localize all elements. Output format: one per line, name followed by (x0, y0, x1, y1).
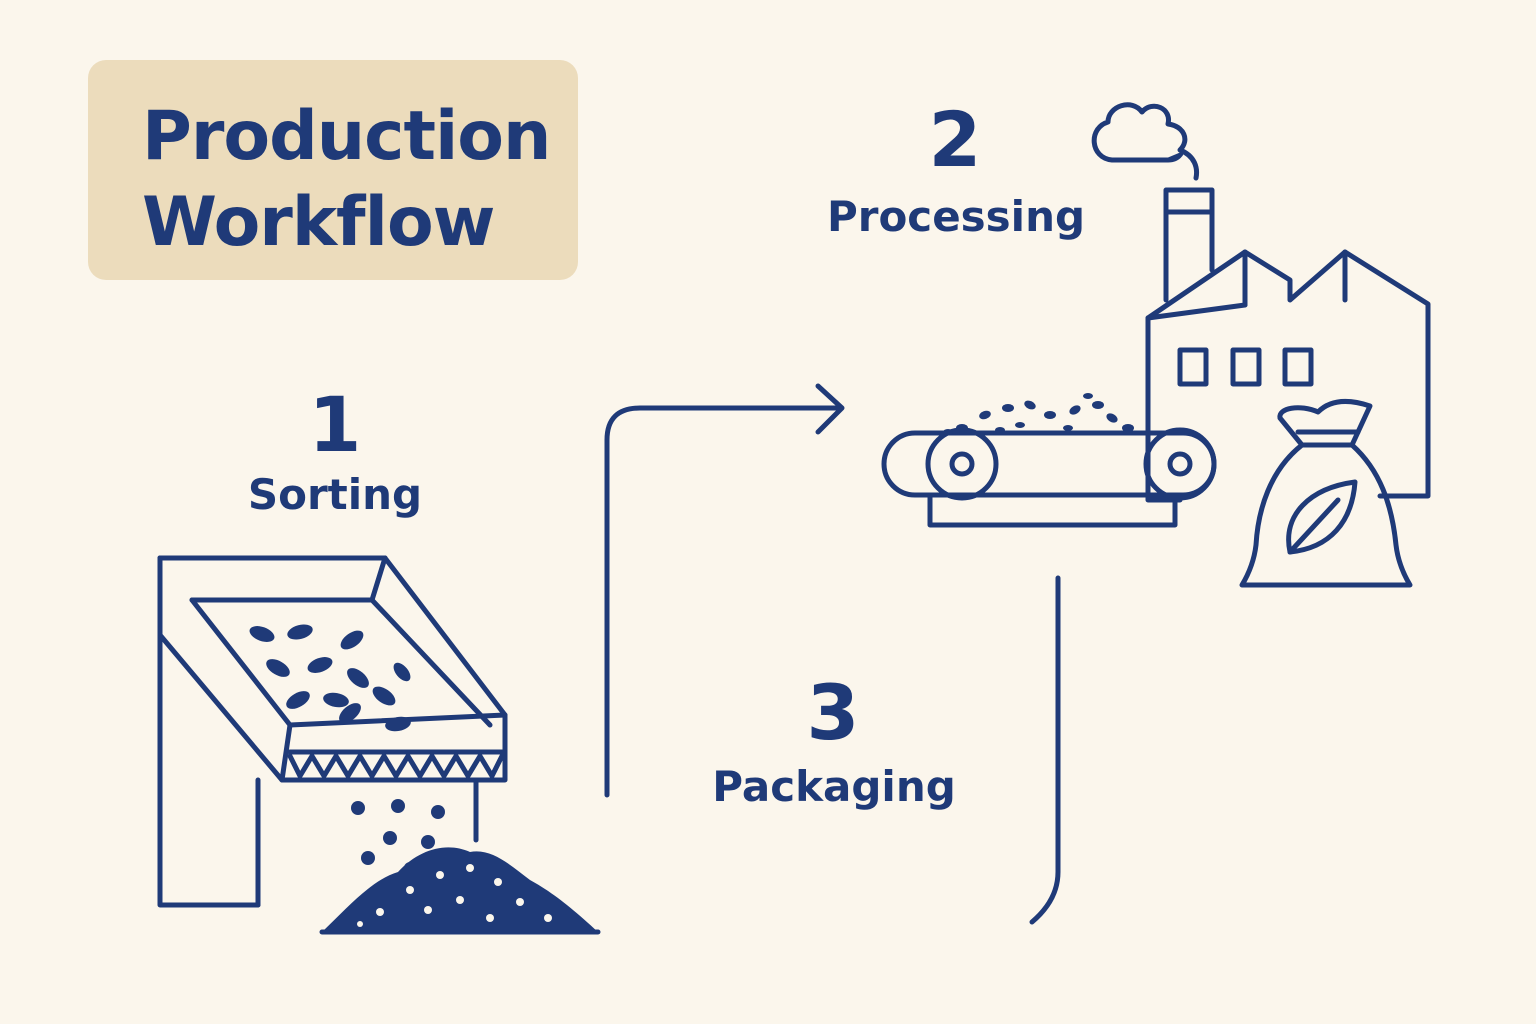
title-line-1: Production (142, 97, 551, 176)
flow-line-processing-to-packaging (1029, 575, 1061, 925)
factory-icon (1091, 102, 1431, 503)
step-3-label: Packaging (712, 762, 956, 811)
title-line-2: Workflow (142, 183, 496, 262)
step-2-label: Processing (826, 192, 1086, 241)
step-3-number: 3 (806, 668, 860, 757)
sorting-machine-icon (157, 555, 601, 935)
step-2-number: 2 (928, 95, 982, 184)
flow-arrow-sorting-to-processing (604, 383, 845, 798)
step-1-label: Sorting (247, 470, 423, 519)
step-1-number: 1 (308, 380, 362, 469)
conveyor-belt-icon (881, 393, 1217, 528)
diagram-title: Production Workflow (142, 94, 551, 266)
title-box: Production Workflow (88, 60, 578, 280)
seed-bag-icon (1239, 399, 1413, 588)
